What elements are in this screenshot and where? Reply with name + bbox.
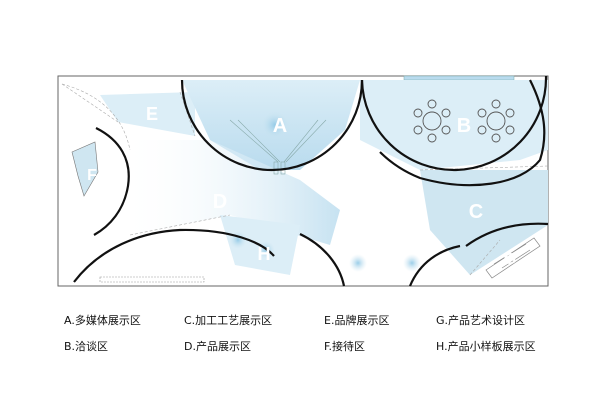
- display-counter: [99, 276, 205, 283]
- zone-label-e: E: [146, 104, 158, 124]
- legend-item-h: H.产品小样板展示区: [436, 340, 536, 353]
- zone-label-a: A: [273, 115, 287, 137]
- legend-item-e: E.品牌展示区: [324, 314, 390, 327]
- zone-e-fan: [100, 92, 195, 136]
- meeting-table-set: [413, 99, 451, 143]
- legend-item-c: C.加工工艺展示区: [184, 314, 273, 327]
- projection-lines: [229, 119, 327, 175]
- legend-item-d: D.产品展示区: [184, 340, 251, 353]
- zone-d-fan: [120, 140, 340, 245]
- legend-item-b: B.洽谈区: [64, 340, 109, 353]
- light-spot: [261, 111, 289, 139]
- window-strip: [403, 75, 515, 81]
- sample-rack: [485, 237, 541, 279]
- zone-label-b: B: [457, 115, 471, 137]
- curved-walls: [73, 75, 549, 287]
- zone-label-f: F: [87, 167, 97, 184]
- zone-f-panel: [71, 141, 99, 197]
- legend-item-a: A.多媒体展示区: [64, 314, 141, 327]
- zone-label-g: G: [504, 251, 516, 268]
- light-spot: [349, 254, 367, 272]
- zone-label-c: C: [469, 201, 483, 223]
- floor-plan: A B C D E F G H: [57, 75, 549, 287]
- zone-b-fan: [360, 80, 548, 170]
- meeting-table-set: [477, 99, 515, 143]
- zone-label-d: D: [213, 191, 227, 213]
- light-spot: [403, 254, 421, 272]
- legend-item-f: F.接待区: [324, 340, 366, 353]
- legend-item-g: G.产品艺术设计区: [436, 314, 526, 327]
- legend: A.多媒体展示区 B.洽谈区 C.加工工艺展示区 D.产品展示区 E.品牌展示区…: [64, 312, 584, 372]
- zone-label-h: H: [258, 244, 271, 264]
